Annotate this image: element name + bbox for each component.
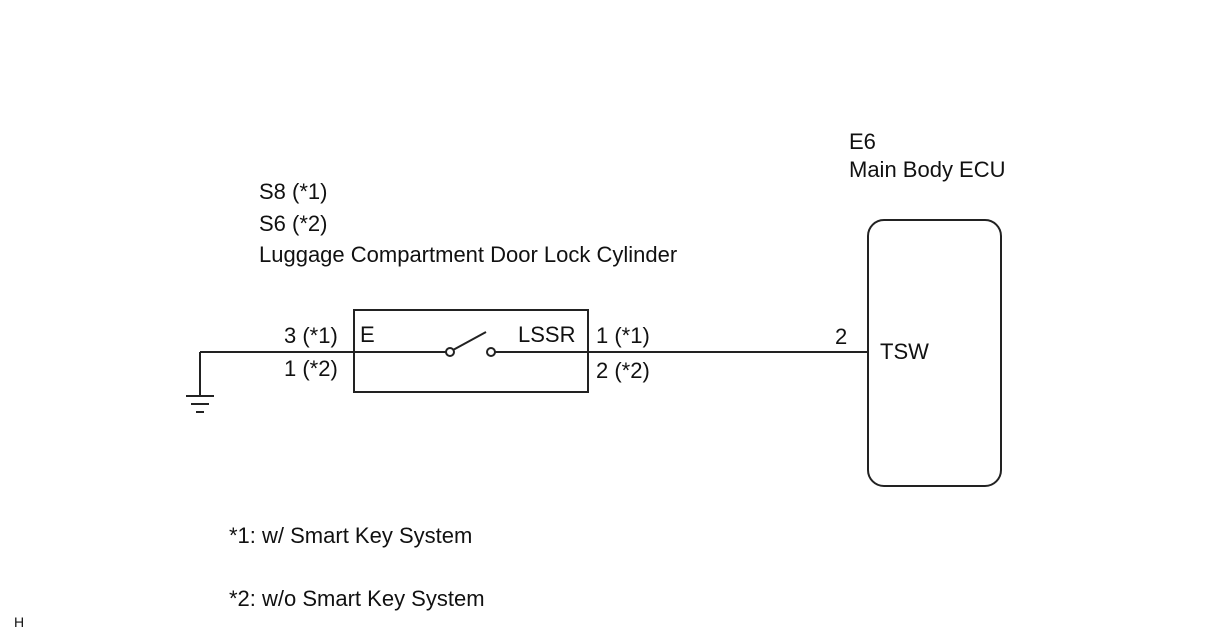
lock-cylinder-code-2: S6 (*2) bbox=[259, 211, 328, 236]
right-pin-1: 1 (*1) bbox=[596, 323, 650, 348]
lock-cylinder-code-1: S8 (*1) bbox=[259, 179, 328, 204]
switch-icon bbox=[354, 331, 588, 357]
ecu-code: E6 bbox=[849, 129, 876, 154]
ecu-box bbox=[867, 219, 1002, 487]
right-terminal-name: LSSR bbox=[518, 322, 576, 347]
ecu-name: Main Body ECU bbox=[849, 157, 1006, 182]
left-terminal-name: E bbox=[360, 322, 375, 347]
left-pin-2: 1 (*2) bbox=[284, 356, 338, 381]
lock-cylinder-name: Luggage Compartment Door Lock Cylinder bbox=[259, 242, 678, 267]
corner-mark: H bbox=[14, 614, 25, 630]
ground-icon bbox=[186, 352, 214, 413]
footnote-1: *1: w/ Smart Key System bbox=[229, 523, 473, 548]
ecu-pin-number: 2 bbox=[835, 324, 848, 349]
ecu-terminal-name: TSW bbox=[880, 339, 929, 364]
left-pin-1: 3 (*1) bbox=[284, 323, 338, 348]
right-pin-2: 2 (*2) bbox=[596, 358, 650, 383]
footnote-2: *2: w/o Smart Key System bbox=[229, 586, 485, 611]
